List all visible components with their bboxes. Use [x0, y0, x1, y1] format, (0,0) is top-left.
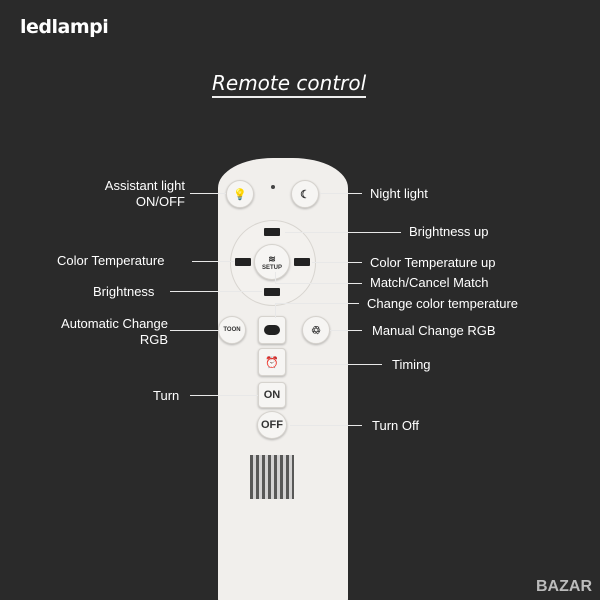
pointer-line	[330, 330, 362, 331]
pointer-line	[275, 303, 276, 318]
label-automatic-change-rgb: Automatic Change RGB	[61, 316, 168, 347]
pointer-line	[320, 193, 362, 194]
timing-button[interactable]: ⏰	[258, 348, 286, 376]
label-assistant-light: Assistant light ON/OFF	[104, 178, 185, 209]
change-color-temperature-button[interactable]	[258, 316, 286, 344]
pointer-line	[290, 425, 362, 426]
cycle-icon: TOON	[223, 327, 241, 333]
off-button[interactable]: OFF	[257, 411, 287, 439]
pointer-line	[275, 303, 359, 304]
pointer-line	[192, 261, 234, 262]
brightness-up-button[interactable]	[264, 228, 280, 236]
toggle-icon	[264, 325, 280, 335]
label-brightness: Brightness	[93, 284, 155, 299]
watermark: BAZAR	[536, 578, 592, 595]
pointer-line	[170, 330, 220, 331]
label-match-cancel: Match/Cancel Match	[370, 275, 489, 290]
label-change-color-temperature: Change color temperature	[367, 296, 519, 311]
pointer-line	[290, 364, 382, 365]
wifi-icon: ≋	[268, 253, 276, 264]
brand-logo: ledlampi	[20, 16, 109, 38]
page-title: Remote control	[212, 72, 367, 98]
label-turn: Turn	[153, 388, 180, 403]
label-timing: Timing	[392, 357, 431, 372]
manual-change-rgb-button[interactable]: ♲	[302, 316, 330, 344]
automatic-change-rgb-button[interactable]: TOON	[218, 316, 246, 344]
pointer-line	[312, 262, 362, 263]
pointer-line	[190, 193, 226, 194]
setup-label: SETUP	[261, 264, 282, 271]
pointer-line	[275, 283, 362, 284]
pointer-line	[190, 395, 258, 396]
indicator-led	[271, 185, 275, 189]
night-light-button[interactable]: ☾	[291, 180, 319, 208]
label-turn-off: Turn Off	[372, 418, 419, 433]
pointer-line	[285, 232, 401, 233]
alarm-clock-icon: ⏰	[265, 356, 279, 369]
bulb-icon: 💡	[233, 188, 247, 201]
label-manual-change-rgb: Manual Change RGB	[372, 323, 496, 338]
label-color-temperature: Color Temperature	[57, 253, 165, 268]
label-brightness-up: Brightness up	[409, 224, 489, 239]
brightness-down-button[interactable]	[264, 288, 280, 296]
color-temperature-down-button[interactable]	[235, 258, 251, 266]
pointer-line	[275, 272, 276, 283]
pointer-line	[170, 291, 262, 292]
assistant-light-button[interactable]: 💡	[226, 180, 254, 208]
label-night-light: Night light	[370, 186, 428, 201]
color-temperature-up-button[interactable]	[294, 258, 310, 266]
setup-button[interactable]: ≋SETUP	[254, 244, 290, 280]
recycle-icon: ♲	[311, 324, 321, 337]
on-button[interactable]: ON	[258, 382, 286, 408]
moon-icon: ☾	[300, 188, 310, 201]
label-color-temperature-up: Color Temperature up	[370, 255, 496, 270]
qr-code	[250, 455, 294, 499]
